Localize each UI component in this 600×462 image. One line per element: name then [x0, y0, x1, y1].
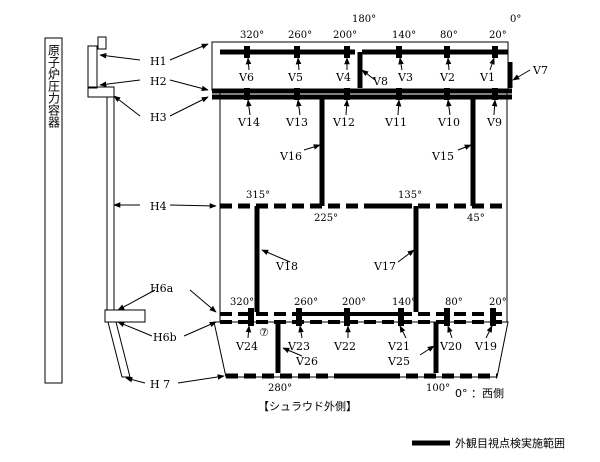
weld-label-v18: V18 [275, 260, 298, 273]
weld-label-h1: H1 [150, 55, 167, 68]
angle-top-0: 0° [510, 14, 521, 25]
weld-label-v17: V17 [373, 260, 396, 273]
weld-label-v19: V19 [474, 340, 497, 353]
angle-top-20: 20° [489, 30, 507, 41]
weld-label-v14: V14 [237, 116, 260, 129]
weld-label-v11: V11 [384, 116, 407, 129]
weld-label-v8: V8 [372, 75, 388, 88]
weld-label-v26: V26 [295, 355, 318, 368]
weld-label-v16: V16 [279, 150, 302, 163]
angle-top-140: 140° [392, 30, 416, 41]
weld-label-v23: V23 [287, 340, 310, 353]
weld-label-v7: V7 [532, 64, 548, 77]
weld-label-v4: V4 [335, 71, 351, 84]
angle-h4-135: 135° [398, 190, 422, 201]
angle-top-200: 200° [333, 30, 357, 41]
weld-label-v2: V2 [439, 71, 455, 84]
vessel-side-profile [87, 36, 146, 378]
weld-label-v21: V21 [387, 340, 410, 353]
weld-label-v10: V10 [437, 116, 460, 129]
angle-h6-80: 80° [445, 297, 463, 308]
angle-h4-225: 225° [314, 213, 338, 224]
angle-h4-45: 45° [467, 213, 485, 224]
weld-label-h4: H4 [150, 200, 167, 213]
weld-label-v15: V15 [431, 150, 454, 163]
inspected-weld-segments [212, 49, 513, 373]
angle-h6-140: 140° [392, 297, 416, 308]
weld-label-v9: V9 [486, 116, 502, 129]
weld-label-h6a: H6a [150, 282, 174, 295]
weld-label-v20: V20 [439, 340, 462, 353]
vertical-weld-leaders [245, 57, 531, 357]
weld-label-v22: V22 [333, 340, 356, 353]
h6-welds [220, 312, 507, 324]
horizontal-weld-leaders [169, 43, 225, 384]
shroud-outside-label: 【シュラウド外側】 [258, 400, 357, 413]
angle-h7-100: 100° [426, 383, 450, 394]
weld-label-v12: V12 [332, 116, 355, 129]
weld-ticks-top [244, 46, 498, 100]
weld-ticks-h6 [248, 308, 496, 326]
legend-label: 外観目視点検実施範囲 [455, 436, 565, 450]
profile-leaders [99, 53, 156, 384]
weld-label-v6: V6 [238, 71, 254, 84]
angle-top-180: 180° [352, 14, 376, 25]
vessel-label: 原子炉圧力容器 [47, 44, 61, 129]
angle-h6-260: 260° [294, 297, 318, 308]
west-note: 0° ：西側 [455, 387, 504, 400]
weld-label-v1: V1 [479, 71, 495, 84]
angle-h6-20: 20° [489, 297, 507, 308]
angle-top-260: 260° [288, 30, 312, 41]
marker-7: ⑦ [259, 326, 269, 339]
weld-label-h7: H 7 [150, 378, 170, 391]
angle-top-80: 80° [440, 30, 458, 41]
angle-h7-280: 280° [268, 383, 292, 394]
weld-label-h3: H3 [150, 111, 167, 124]
weld-label-h2: H2 [150, 75, 167, 88]
weld-label-v5: V5 [287, 71, 303, 84]
angle-h6-200: 200° [342, 297, 366, 308]
weld-label-v24: V24 [235, 340, 258, 353]
angle-top-320: 320° [240, 30, 264, 41]
vessel-label-box [44, 37, 63, 384]
weld-label-v25: V25 [387, 355, 410, 368]
weld-label-v13: V13 [285, 116, 308, 129]
angle-h6-320: 320° [230, 297, 254, 308]
weld-label-v3: V3 [397, 71, 413, 84]
angle-h4-315: 315° [246, 190, 270, 201]
weld-label-h6b: H6b [153, 331, 177, 344]
